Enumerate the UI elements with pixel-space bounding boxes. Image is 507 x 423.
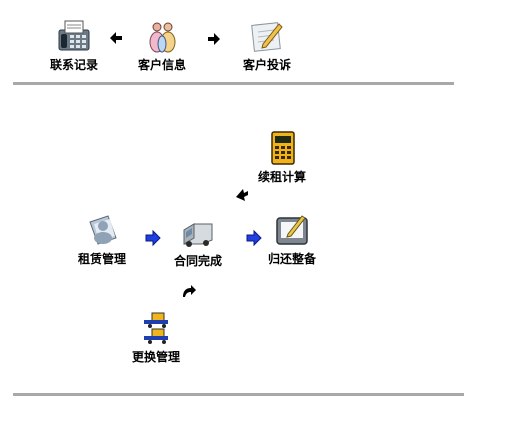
forklift-icon bbox=[144, 312, 168, 344]
arrow-curved-up-right-icon bbox=[183, 285, 196, 297]
return-preparation-label: 归还整备 bbox=[268, 252, 317, 266]
replacement-management-button[interactable]: 更换管理 bbox=[132, 310, 180, 365]
customer-complaint-label: 客户投诉 bbox=[243, 58, 292, 72]
renewal-calculation-button[interactable]: 续租计算 bbox=[258, 130, 306, 185]
calculator-icon bbox=[271, 131, 295, 165]
renewal-calculation-label: 续租计算 bbox=[258, 170, 307, 184]
lease-management-button[interactable]: 租赁管理 bbox=[78, 212, 126, 267]
replacement-management-label: 更换管理 bbox=[132, 350, 181, 364]
truck-icon bbox=[183, 223, 213, 247]
top-divider bbox=[13, 82, 454, 85]
contract-complete-label: 合同完成 bbox=[174, 254, 223, 268]
arrow-left-icon bbox=[110, 32, 122, 44]
tablet-pen-icon bbox=[276, 215, 308, 245]
arrow-right-blue-icon bbox=[246, 229, 262, 247]
arrow-right-blue-icon bbox=[145, 229, 161, 247]
contact-record-label: 联系记录 bbox=[50, 58, 99, 72]
contact-record-button[interactable]: 联系记录 bbox=[50, 18, 98, 73]
arrow-right-icon bbox=[208, 33, 220, 45]
arrow-down-left-icon bbox=[236, 189, 248, 201]
bottom-divider bbox=[13, 393, 464, 396]
notepad-pencil-icon bbox=[251, 22, 283, 52]
people-icon bbox=[149, 22, 176, 53]
customer-info-button[interactable]: 客户信息 bbox=[138, 18, 186, 73]
lease-management-label: 租赁管理 bbox=[78, 252, 127, 266]
fax-phone-icon bbox=[58, 20, 90, 51]
return-preparation-button[interactable]: 归还整备 bbox=[268, 212, 316, 267]
contract-complete-button[interactable]: 合同完成 bbox=[174, 214, 222, 269]
document-person-icon bbox=[89, 215, 117, 245]
customer-complaint-button[interactable]: 客户投诉 bbox=[243, 18, 291, 73]
customer-info-label: 客户信息 bbox=[138, 58, 187, 72]
